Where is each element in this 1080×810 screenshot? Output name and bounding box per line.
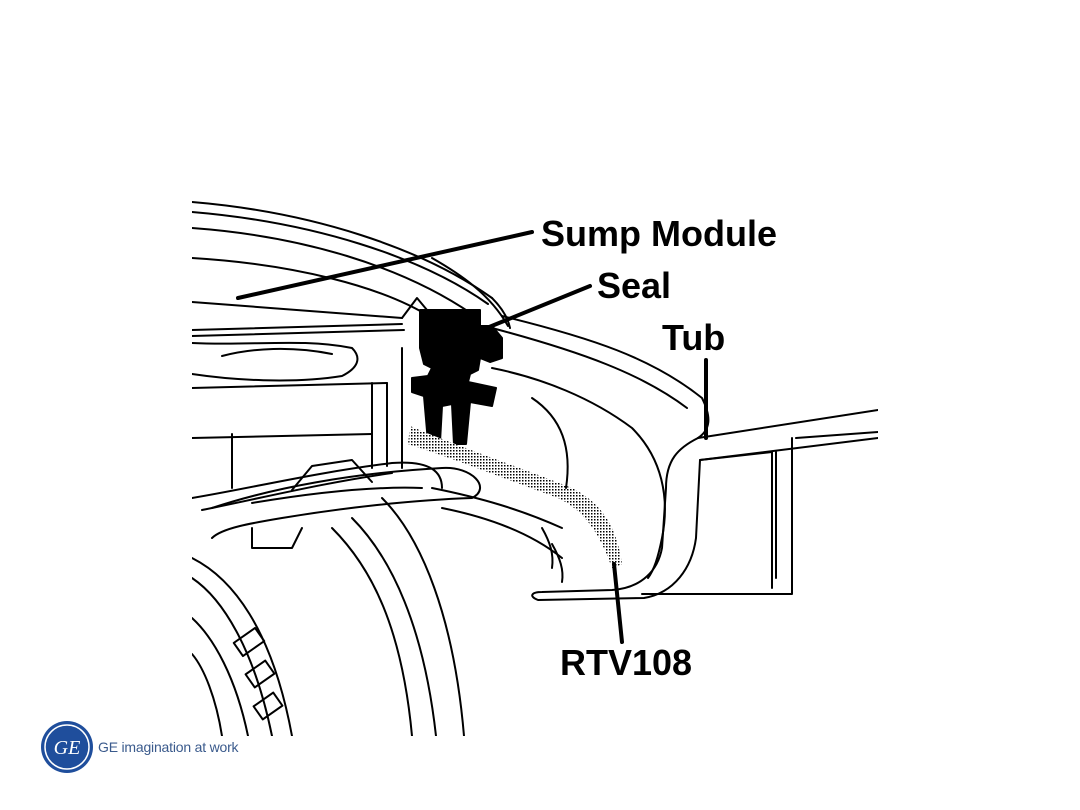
ge-logo-text: GE	[54, 737, 81, 759]
tagline: GE imagination at work	[98, 739, 238, 755]
callout-tub: Tub	[662, 320, 725, 356]
leader-line-rtv108	[614, 564, 622, 642]
ge-monogram-icon: GE	[40, 720, 94, 774]
leader-line-sump-module	[238, 232, 532, 298]
sump-module-lower	[192, 343, 442, 510]
callout-rtv108: RTV108	[560, 645, 692, 681]
callout-seal: Seal	[597, 268, 671, 304]
leader-line-seal	[472, 286, 590, 334]
sump-seal-diagram	[192, 198, 878, 736]
lower-housing-rings	[192, 498, 464, 736]
callout-sump-module: Sump Module	[541, 216, 777, 252]
seal-shape	[412, 310, 502, 444]
rtv108-bead	[408, 426, 622, 568]
tub-shape	[492, 316, 878, 600]
